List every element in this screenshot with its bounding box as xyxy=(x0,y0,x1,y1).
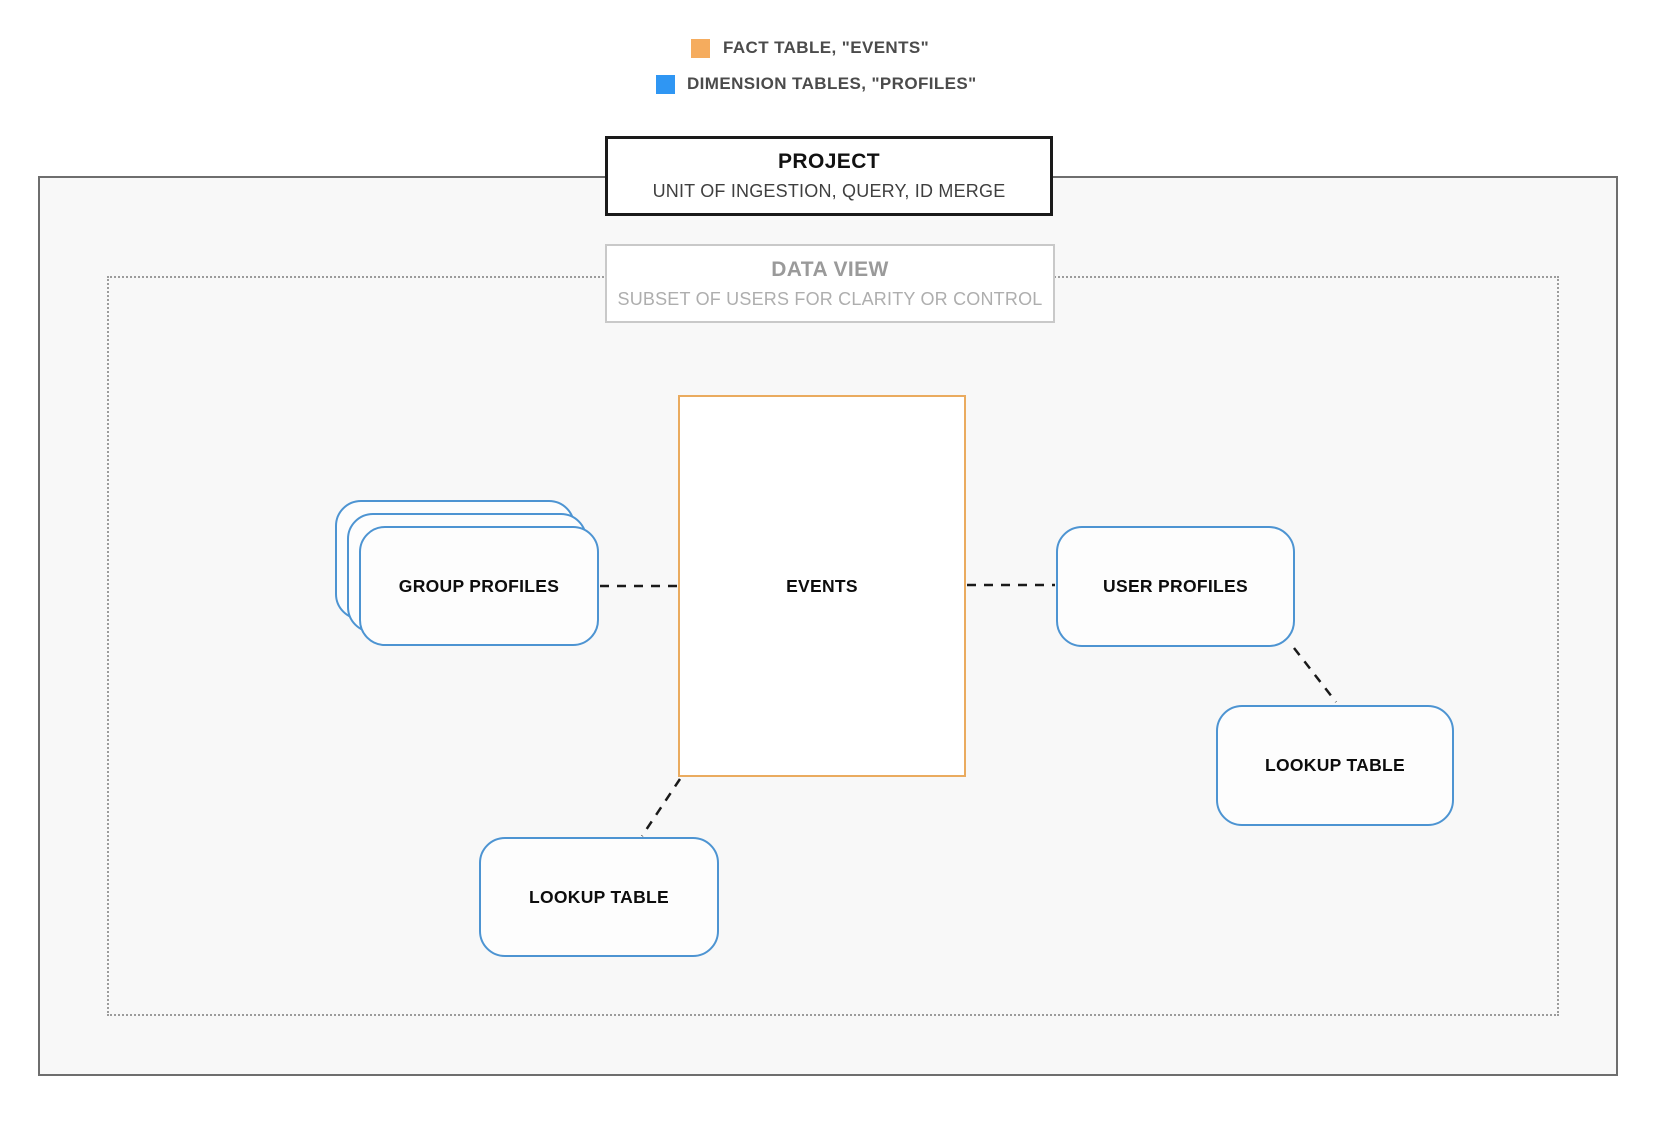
project-title: PROJECT xyxy=(778,150,880,173)
events-node: EVENTS xyxy=(678,395,966,777)
legend-label-dimension-tables: DIMENSION TABLES, "PROFILES" xyxy=(687,74,977,93)
fact-table-swatch-icon xyxy=(691,38,710,58)
user-profiles-label: USER PROFILES xyxy=(1103,576,1248,596)
lookup-table-right-label: LOOKUP TABLE xyxy=(1264,755,1406,775)
lookup-table-bottom-node: LOOKUP TABLE xyxy=(479,837,719,957)
legend-item-dimension-tables: DIMENSION TABLES, "PROFILES" xyxy=(656,74,977,94)
dimension-tables-swatch-icon xyxy=(656,74,675,94)
user-profiles-node: USER PROFILES xyxy=(1056,526,1295,647)
legend-label-fact-table: FACT TABLE, "EVENTS" xyxy=(723,38,930,57)
lookup-table-bottom-label: LOOKUP TABLE xyxy=(528,886,670,907)
group-profiles-label: GROUP PROFILES xyxy=(398,575,560,596)
events-label: EVENTS xyxy=(786,575,858,596)
data-view-subtitle: SUBSET OF USERS FOR CLARITY OR CONTROL xyxy=(617,288,1043,309)
lookup-table-right-node: LOOKUP TABLE xyxy=(1216,705,1454,826)
data-view-box: DATA VIEW SUBSET OF USERS FOR CLARITY OR… xyxy=(605,244,1055,323)
project-subtitle: UNIT OF INGESTION, QUERY, ID MERGE xyxy=(652,181,1006,201)
project-box: PROJECT UNIT OF INGESTION, QUERY, ID MER… xyxy=(605,136,1053,216)
data-view-title: DATA VIEW xyxy=(771,257,889,281)
group-profiles-node: GROUP PROFILES xyxy=(359,526,599,646)
legend-item-fact-table: FACT TABLE, "EVENTS" xyxy=(691,38,929,58)
